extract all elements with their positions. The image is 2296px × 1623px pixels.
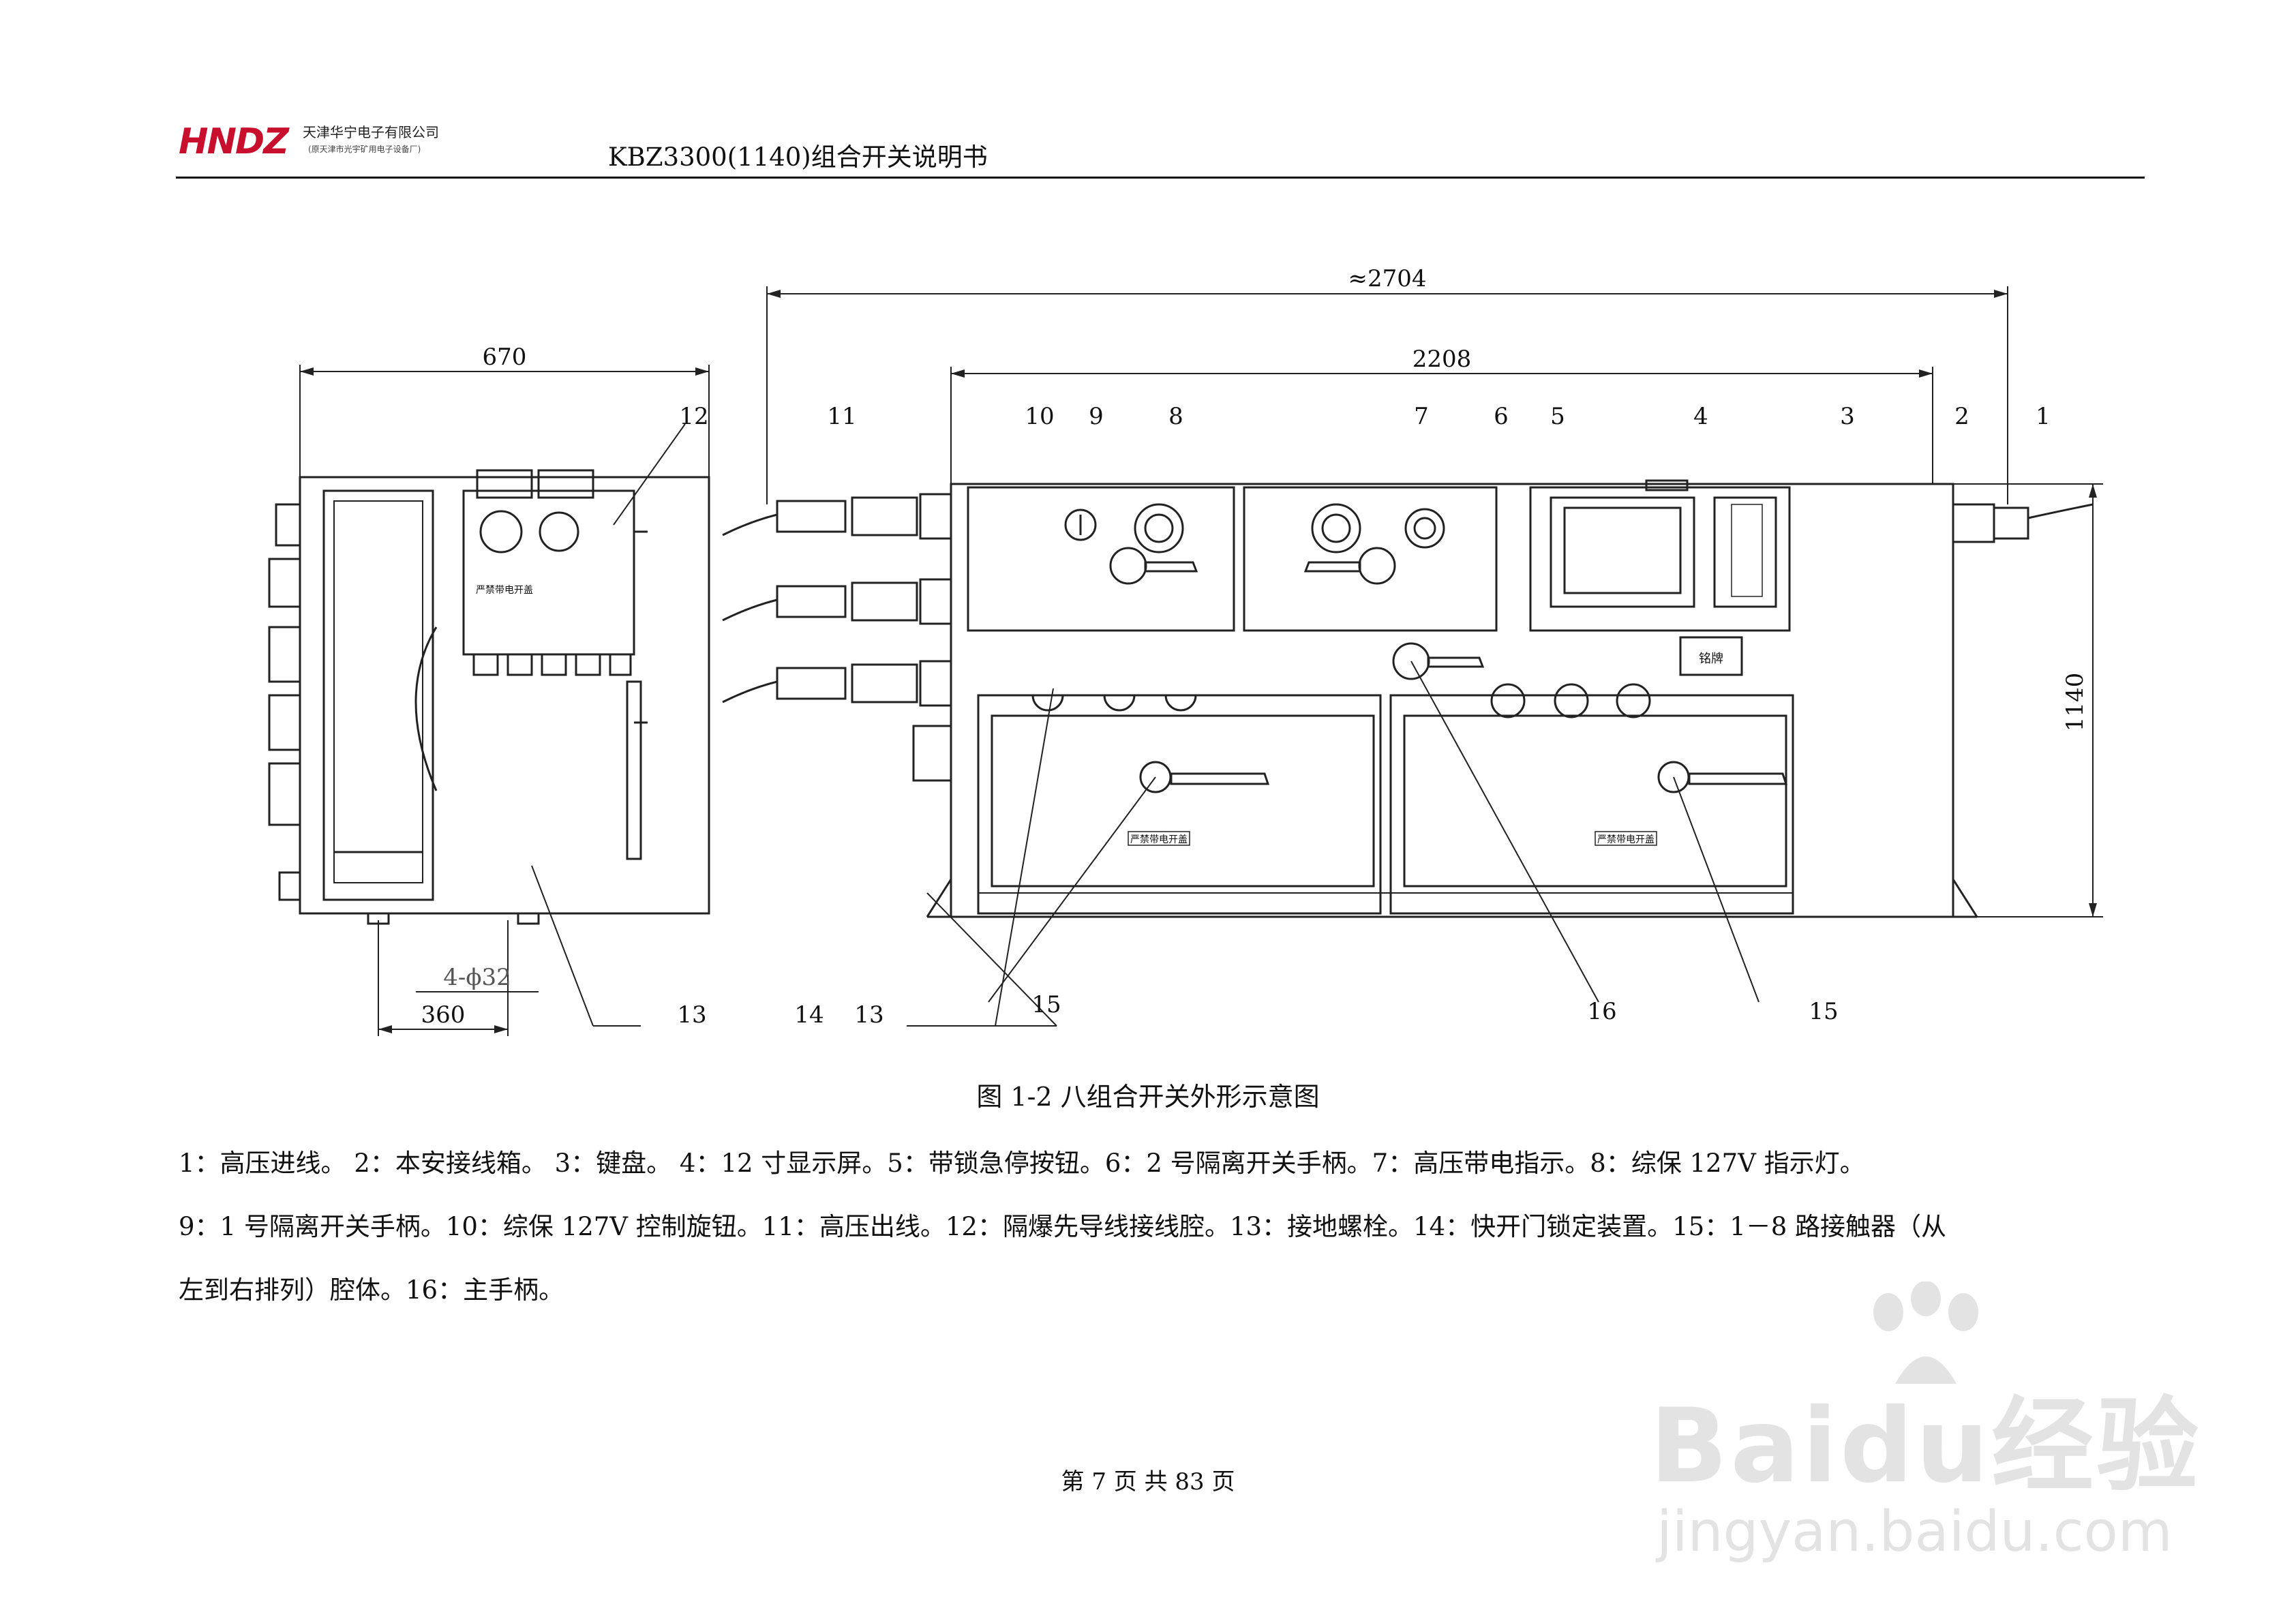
- callout-8: 8: [1168, 403, 1183, 430]
- parts-legend: 1：高压进线。 2：本安接线箱。 3：键盘。 4：12 寸显示屏。5：带锁急停按…: [179, 1132, 2142, 1322]
- front-view: [722, 479, 2094, 918]
- callout-13-front: 13: [854, 1001, 883, 1029]
- callout-12: 12: [679, 403, 708, 430]
- callout-15-right: 15: [1809, 998, 1838, 1025]
- warning-plate-door-left: 严禁带电开盖: [1130, 834, 1188, 845]
- baidu-watermark: Baidu经验 jingyan.baidu.com: [1636, 1281, 2209, 1581]
- side-view: [268, 469, 710, 925]
- nameplate-label: 铭牌: [1699, 652, 1723, 666]
- warning-plate-door-right: 严禁带电开盖: [1597, 834, 1655, 845]
- legend-line-1: 1：高压进线。 2：本安接线箱。 3：键盘。 4：12 寸显示屏。5：带锁急停按…: [179, 1149, 1865, 1178]
- callout-16: 16: [1587, 998, 1616, 1025]
- dim-height: 1140: [2061, 673, 2089, 732]
- logo-mark: HNDZ: [179, 121, 289, 162]
- figure-caption: 图 1-2 八组合开关外形示意图: [976, 1082, 1320, 1112]
- company-name: 天津华宁电子有限公司: [303, 124, 439, 140]
- callout-10: 10: [1025, 403, 1054, 430]
- legend-line-2: 9：1 号隔离开关手柄。10：综保 127V 控制旋钮。11：高压出线。12：隔…: [179, 1212, 1947, 1241]
- callout-6: 6: [1494, 403, 1509, 430]
- dim-overall-width: ≈2704: [1348, 265, 1426, 292]
- paw-icon: [1873, 1281, 1978, 1384]
- callout-11: 11: [827, 403, 856, 430]
- company-logo: HNDZ 天津华宁电子有限公司 (原天津市光宇矿用电子设备厂): [179, 116, 465, 164]
- callout-14: 14: [794, 1001, 824, 1029]
- callout-15-left: 15: [1031, 991, 1061, 1018]
- dim-body-width: 2208: [1413, 346, 1472, 373]
- page-number: 第 7 页 共 83 页: [1061, 1468, 1235, 1496]
- watermark-brand: Baidu经验: [1650, 1387, 2202, 1506]
- warning-plate-upper: 严禁带电开盖: [476, 585, 533, 596]
- callout-13-side: 13: [677, 1001, 706, 1029]
- watermark-url: jingyan.baidu.com: [1657, 1500, 2173, 1564]
- callout-7: 7: [1414, 403, 1429, 430]
- document-title: KBZ3300(1140)组合开关说明书: [608, 142, 988, 172]
- callout-3: 3: [1840, 403, 1855, 430]
- dim-base-width: 360: [421, 1001, 466, 1029]
- callout-9: 9: [1089, 403, 1104, 430]
- legend-line-3: 左到右排列）腔体。16：主手柄。: [179, 1275, 564, 1305]
- callout-4: 4: [1693, 403, 1708, 430]
- callout-2: 2: [1954, 403, 1969, 430]
- callout-1: 1: [2036, 403, 2051, 430]
- technical-drawing: ≈2704 2208 1140 670 360 4-ϕ32 1 2 3 4 5 …: [268, 265, 2103, 1036]
- callout-5: 5: [1550, 403, 1565, 430]
- header-rule: [176, 177, 2145, 179]
- company-subname: (原天津市光宇矿用电子设备厂): [308, 145, 421, 154]
- dim-holes: 4-ϕ32: [443, 964, 511, 991]
- dim-side-width: 670: [483, 344, 527, 371]
